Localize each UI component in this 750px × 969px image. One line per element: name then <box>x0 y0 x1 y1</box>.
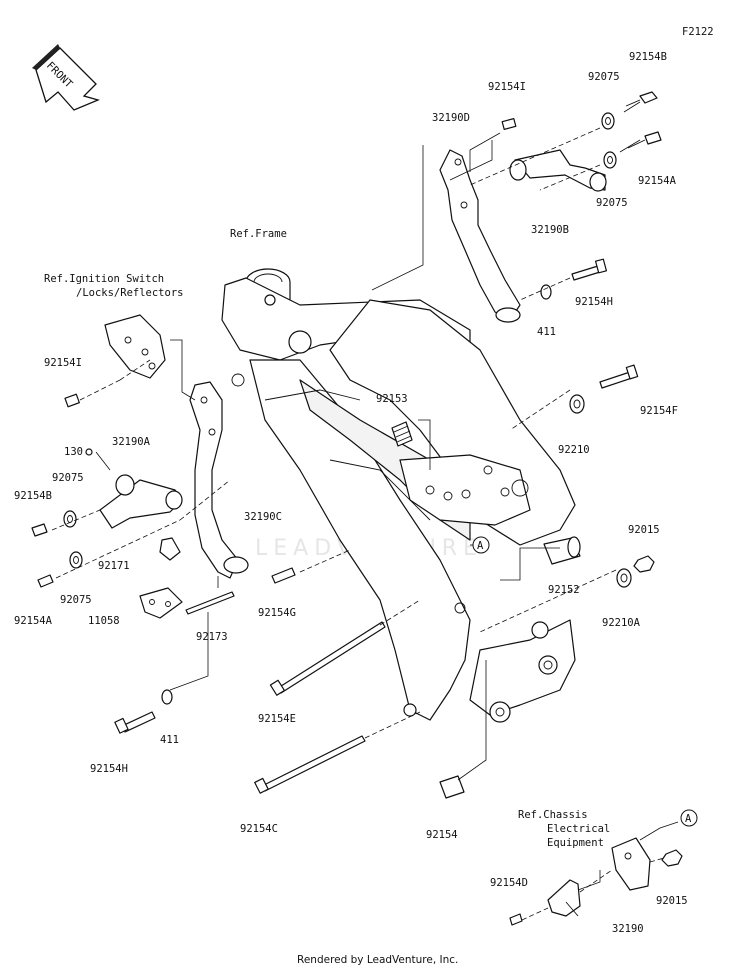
bolt-92154E <box>269 621 386 696</box>
bracket-32190C <box>189 381 249 579</box>
bracket-32190-ignition <box>104 314 166 379</box>
main-frame <box>221 268 576 723</box>
nut-92015-bottom <box>661 849 683 867</box>
washer-92075-mid <box>603 151 617 169</box>
footer-credit: Rendered by LeadVenture, Inc. <box>297 954 458 966</box>
ref-chassis-line3: Equipment <box>547 837 604 849</box>
label-32190A: 32190A <box>112 436 151 448</box>
ref-chassis-line2: Electrical <box>547 823 610 835</box>
label-32190: 32190 <box>612 923 644 935</box>
callout-a-main: A <box>472 536 490 554</box>
bolt-92154F <box>599 364 639 389</box>
bracket-11058 <box>139 587 183 619</box>
label-32190B: 32190B <box>531 224 569 236</box>
ref-ignition-line1: Ref.Ignition Switch <box>44 273 164 285</box>
label-92210A: 92210A <box>602 617 641 629</box>
label-92154H-top: 92154H <box>575 296 613 308</box>
bolt-92154I-left <box>64 393 80 408</box>
clip-92171 <box>159 537 181 561</box>
bolt-92154B-left <box>31 523 48 537</box>
label-411-top: 411 <box>537 326 556 338</box>
label-11058: 11058 <box>88 615 120 627</box>
washer-92075-left1 <box>63 510 77 528</box>
label-32190D: 32190D <box>432 112 470 124</box>
label-92154I-top: 92154I <box>488 81 526 93</box>
collar-92152 <box>543 536 581 565</box>
rubber-92153 <box>391 421 413 447</box>
callout-a-inset: A <box>680 809 698 827</box>
label-92173: 92173 <box>196 631 228 643</box>
label-92154I-left: 92154I <box>44 357 82 369</box>
washer-92075-left2 <box>69 551 83 569</box>
bolt-92154H-top <box>571 258 608 281</box>
washer-92210 <box>569 394 585 414</box>
label-92015-right: 92015 <box>628 524 660 536</box>
label-92171: 92171 <box>98 560 130 572</box>
bolt-92154C <box>254 735 366 794</box>
leader-lines <box>51 101 679 921</box>
bracket-32190-chassis <box>611 837 651 891</box>
label-92154C: 92154C <box>240 823 278 835</box>
bolt-92154H-bottom <box>114 711 156 734</box>
label-92154: 92154 <box>426 829 458 841</box>
label-92015-bottom: 92015 <box>656 895 688 907</box>
bracket-32190B <box>509 149 607 192</box>
ref-ignition-line2: /Locks/Reflectors <box>76 287 183 299</box>
label-130: 130 <box>64 446 83 458</box>
label-92153: 92153 <box>376 393 408 405</box>
washer-411-bottom <box>161 689 173 705</box>
washer-92210A <box>616 568 632 588</box>
bolt-92154B-top <box>625 91 658 107</box>
callout-a-main-letter: A <box>477 540 484 552</box>
label-92075-top: 92075 <box>588 71 620 83</box>
bracket-32190D <box>439 149 521 323</box>
label-92154B-top: 92154B <box>629 51 667 63</box>
rubber-92154 <box>439 775 465 799</box>
ref-chassis-line1: Ref.Chassis <box>518 809 588 821</box>
label-92154E: 92154E <box>258 713 296 725</box>
label-92154A-left: 92154A <box>14 615 53 627</box>
label-92154D: 92154D <box>490 877 528 889</box>
label-92154H-bottom: 92154H <box>90 763 128 775</box>
front-arrow-icon: FRONT <box>32 44 100 111</box>
label-92154G: 92154G <box>258 607 296 619</box>
bolt-130 <box>85 448 93 456</box>
label-92075-mid: 92075 <box>596 197 628 209</box>
ref-frame: Ref.Frame <box>230 228 287 240</box>
bolt-92154A-left <box>37 574 54 588</box>
label-92210: 92210 <box>558 444 590 456</box>
callout-a-inset-letter: A <box>685 813 692 825</box>
bolt-92154A-top <box>627 131 662 149</box>
label-32190C: 32190C <box>244 511 282 523</box>
bracket-32190A <box>99 474 183 529</box>
band-92173 <box>185 591 235 615</box>
label-92075-left2: 92075 <box>60 594 92 606</box>
diagram-code: F2122 <box>682 26 714 38</box>
washer-411-top <box>540 284 552 300</box>
label-92154B-left: 92154B <box>14 490 52 502</box>
bolt-92154I-top <box>501 117 517 131</box>
label-92154F: 92154F <box>640 405 678 417</box>
bolt-92154G <box>271 567 296 584</box>
nut-92015-right <box>633 555 655 573</box>
washer-92075-top <box>601 112 615 130</box>
label-92154A-top: 92154A <box>638 175 677 187</box>
label-92152: 92152 <box>548 584 580 596</box>
bracket-92154D <box>547 879 581 917</box>
label-92075-left1: 92075 <box>52 472 84 484</box>
bolt-92154D-bottom <box>509 913 523 926</box>
label-411-bottom: 411 <box>160 734 179 746</box>
